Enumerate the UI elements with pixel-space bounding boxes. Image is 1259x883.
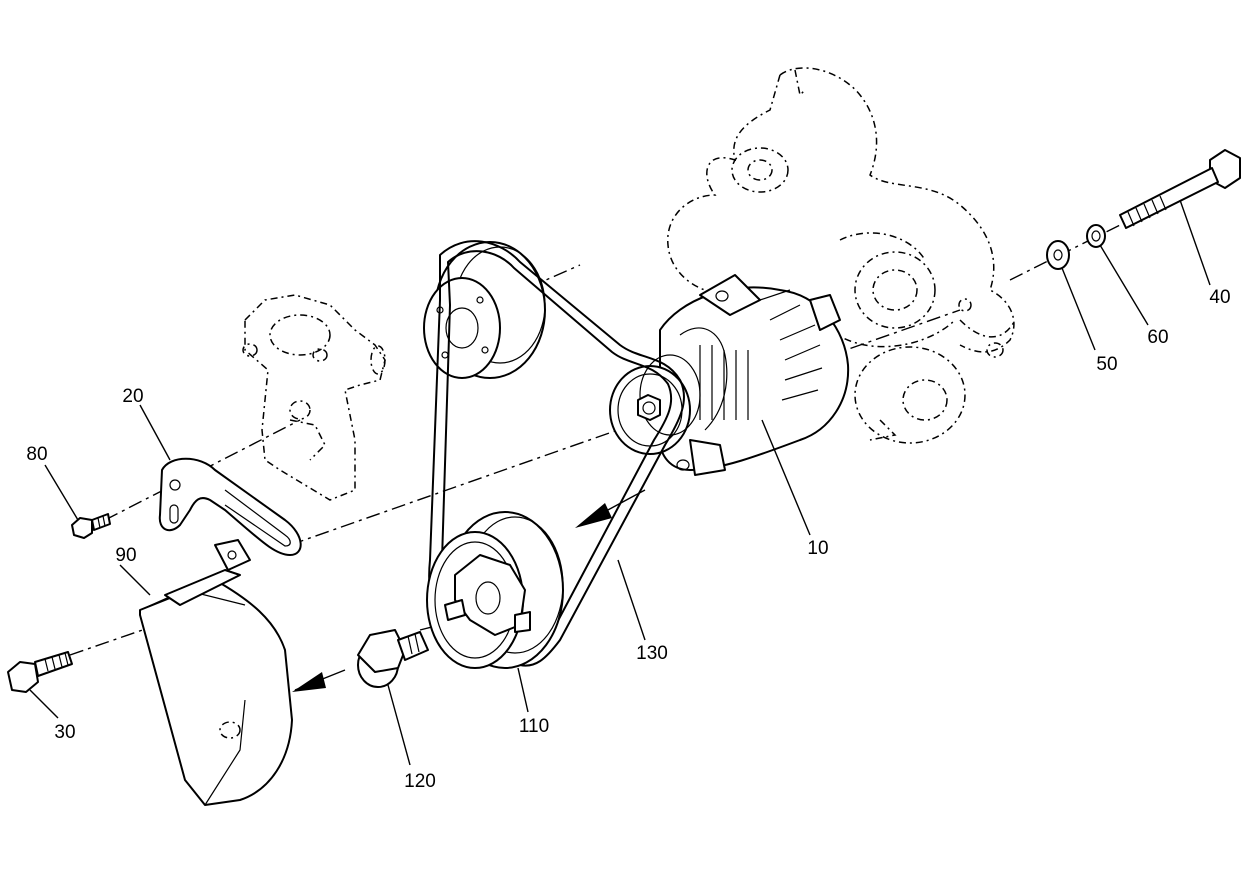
callout-120: 120 <box>404 771 436 792</box>
plain-washer-part <box>1046 240 1070 270</box>
spring-washer-part <box>1086 224 1106 248</box>
leader-lines <box>29 199 1211 766</box>
callout-40: 40 <box>1209 287 1230 308</box>
callout-110: 110 <box>519 716 549 737</box>
callout-90: 90 <box>115 545 136 566</box>
long-bolt-part <box>1119 149 1241 229</box>
flange-bolt-part <box>7 651 73 693</box>
callout-50: 50 <box>1096 354 1117 375</box>
crank-bolt-part <box>357 629 429 688</box>
small-bolt-part <box>71 513 111 539</box>
belt-cover-part <box>139 539 293 806</box>
callout-130: 130 <box>636 643 668 664</box>
thermostat-housing-outline <box>242 294 386 501</box>
alternator-part <box>609 274 850 476</box>
callout-labels: 10 20 30 40 50 60 80 90 110 120 130 <box>26 287 1230 792</box>
water-pump-pulley <box>423 241 546 379</box>
crank-pulley-part <box>426 511 564 669</box>
callout-30: 30 <box>54 722 75 743</box>
callout-60: 60 <box>1147 327 1168 348</box>
callout-10: 10 <box>807 538 828 559</box>
callout-80: 80 <box>26 444 47 465</box>
callout-20: 20 <box>122 386 143 407</box>
assembly-direction-arrow <box>292 669 346 692</box>
adjusting-bracket-part <box>158 457 302 556</box>
engine-block-outline <box>667 67 1016 444</box>
